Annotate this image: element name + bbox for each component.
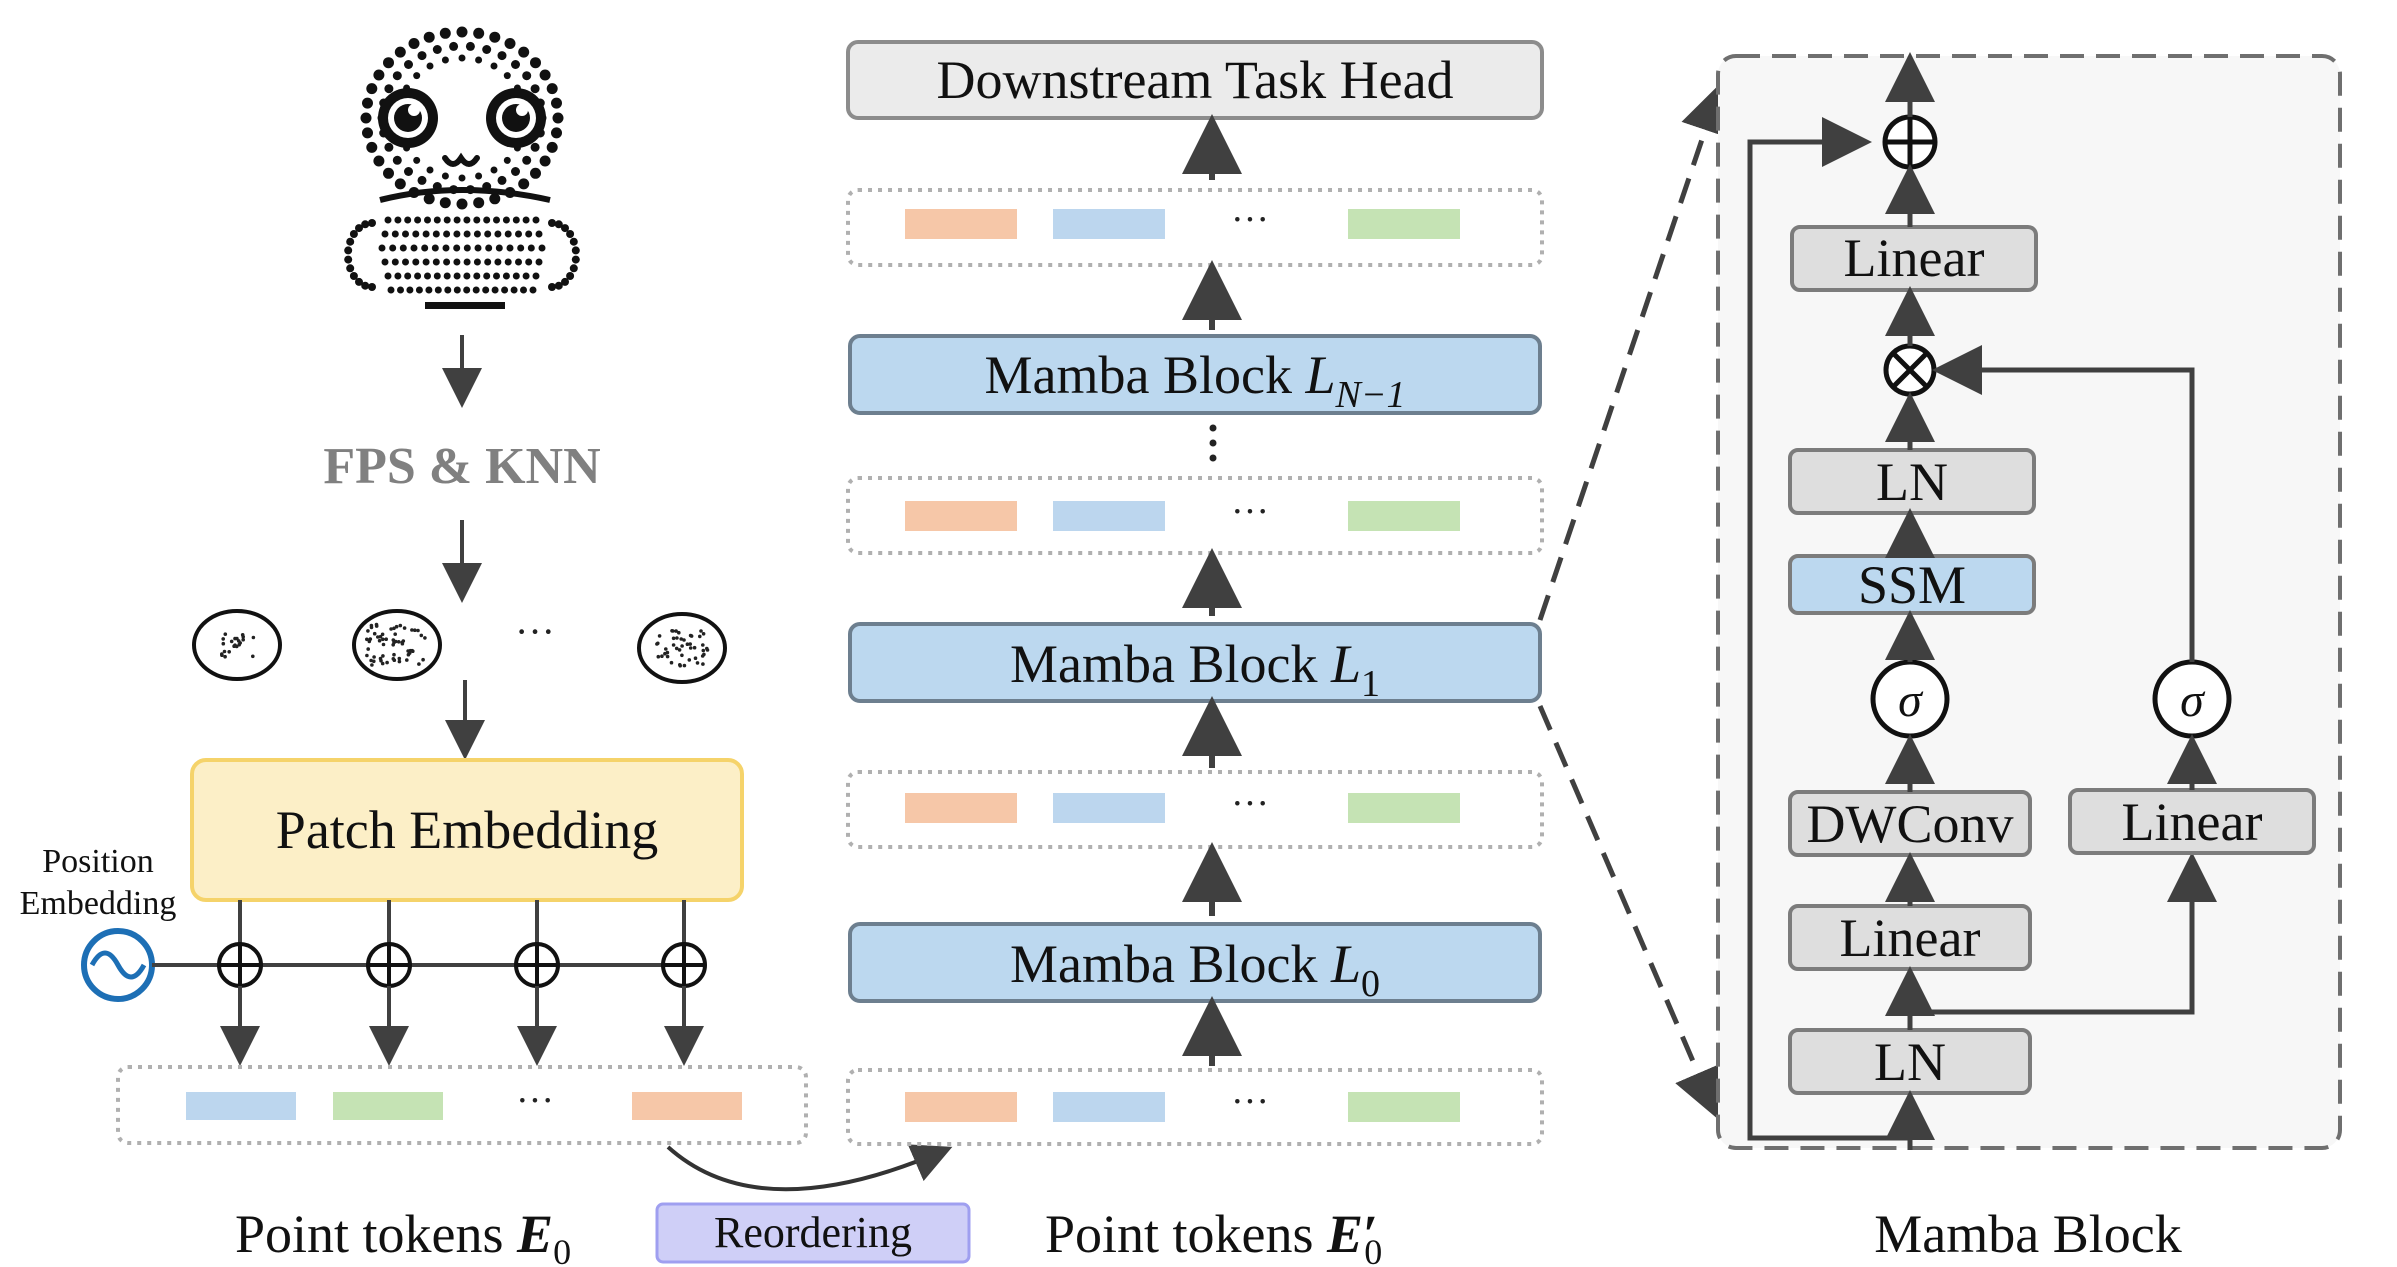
position-embedding-label-line1: Position <box>42 843 153 880</box>
expand-line-bottom <box>1537 705 1722 1120</box>
mamba-block-l1-label: Mamba Block L1 <box>1010 634 1380 705</box>
dwconv-label: DWConv <box>1807 794 2014 854</box>
point-tokens-caption-middle: Point tokens E′0 <box>1045 1204 1382 1267</box>
point-tokens-caption-left: Point tokens E0 <box>235 1204 571 1267</box>
ssm-label: SSM <box>1858 555 1966 615</box>
token-row-top: ··· <box>846 188 1544 267</box>
point-tokens-row-left: ··· <box>116 1065 808 1145</box>
gate-branch-line <box>1932 345 2195 662</box>
svg-text:···: ··· <box>1231 491 1269 533</box>
position-embedding-icon <box>81 928 155 1002</box>
multiply-node <box>1883 343 1937 397</box>
svg-text:···: ··· <box>1231 1081 1269 1123</box>
token-row-2: ··· <box>846 476 1544 555</box>
linear-top-label: Linear <box>1844 228 1985 288</box>
svg-text:···: ··· <box>1231 199 1269 241</box>
sigma-left-label: σ <box>1898 674 1924 727</box>
patch-embedding-box <box>190 758 744 902</box>
add-node-4 <box>661 900 707 1066</box>
downstream-task-head-label: Downstream Task Head <box>936 50 1453 110</box>
mamba-block-caption: Mamba Block <box>1874 1204 2181 1264</box>
mamba-block-lN-1-box <box>848 334 1542 415</box>
linear-right-label: Linear <box>2122 792 2263 852</box>
position-embedding-label-line2: Embedding <box>20 885 177 922</box>
point-patch-3 <box>637 612 727 684</box>
token-row-bottom: ··· <box>846 1068 1544 1146</box>
add-node-2 <box>366 900 412 1066</box>
add-node-1 <box>217 900 263 1066</box>
patch-embedding-label: Patch Embedding <box>276 800 658 860</box>
add-node-3 <box>514 900 560 1066</box>
mamba-block-l0-label: Mamba Block L0 <box>1010 934 1380 1005</box>
patch-ellipsis: ··· <box>515 609 555 654</box>
ln-bottom-label: LN <box>1874 1032 1946 1092</box>
svg-text:···: ··· <box>516 1080 554 1122</box>
ln-mid-label: LN <box>1876 452 1948 512</box>
token-row-3: ··· <box>846 770 1544 849</box>
reordering-box <box>655 1202 971 1264</box>
right-branch-line <box>1910 852 2217 1015</box>
point-cloud-mascot-icon <box>344 26 580 309</box>
sigma-right-label: σ <box>2180 674 2206 727</box>
point-patch-2 <box>352 609 442 681</box>
svg-text:···: ··· <box>1231 783 1269 825</box>
reordering-label: Reordering <box>714 1208 912 1257</box>
vertical-ellipsis-icon <box>1209 424 1217 462</box>
residual-add-node <box>1882 114 1938 170</box>
mamba-block-lN-1-label: Mamba Block LN−1 <box>985 345 1406 416</box>
expand-line-top <box>1537 82 1729 621</box>
reordering-arrow <box>666 1144 953 1192</box>
fps-knn-label: FPS & KNN <box>323 438 600 495</box>
linear-left-label: Linear <box>1840 908 1981 968</box>
